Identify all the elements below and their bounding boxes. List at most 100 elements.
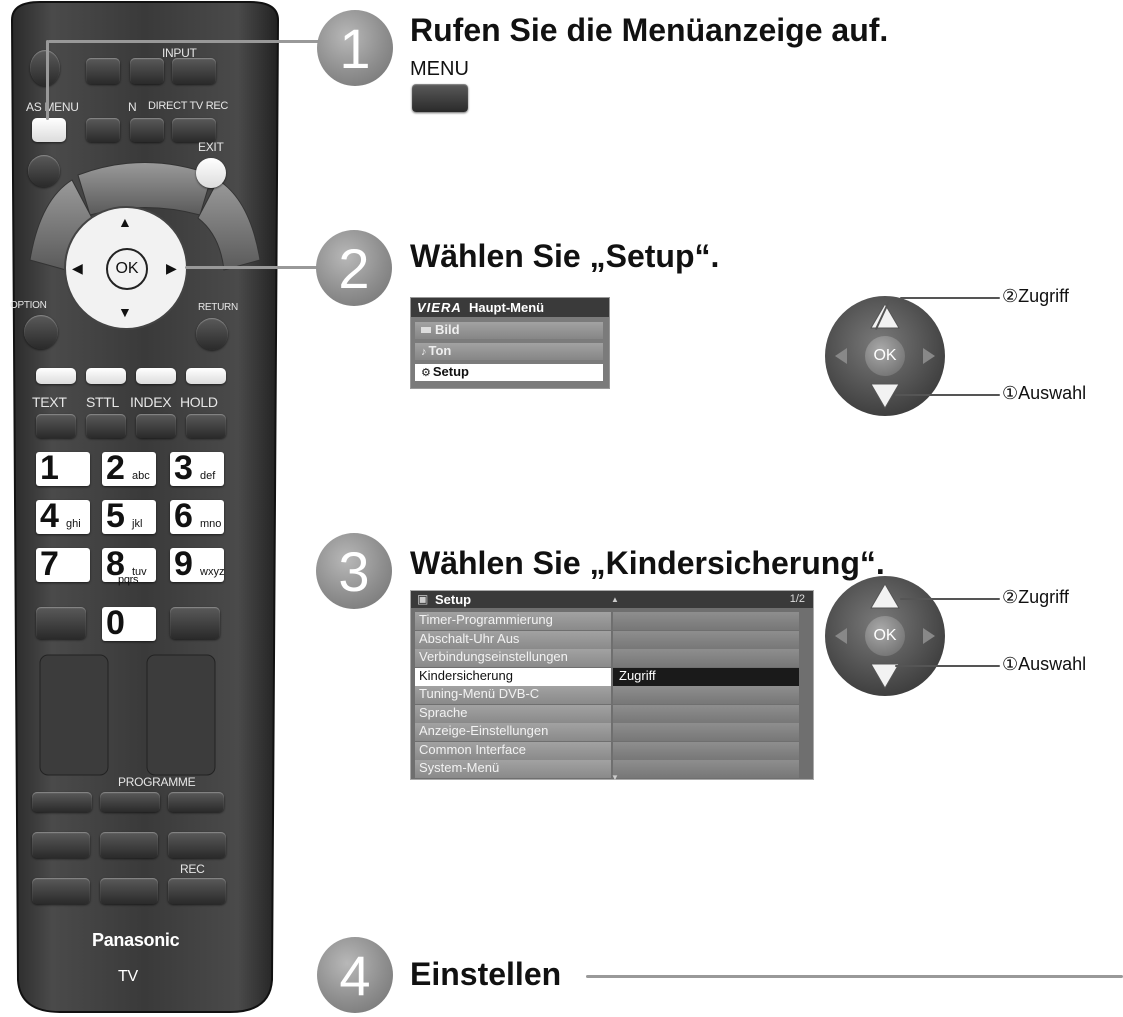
viera-logo: VIERA bbox=[417, 300, 462, 315]
setup-menu-item-label: Kindersicherung bbox=[419, 667, 513, 683]
input-label: INPUT bbox=[162, 46, 197, 60]
sttl-button[interactable] bbox=[86, 414, 126, 438]
main-menu-item-setup[interactable]: ⚙Setup bbox=[415, 364, 603, 381]
power-button[interactable] bbox=[30, 50, 60, 86]
setup-menu-item-value: Zugriff bbox=[613, 667, 799, 686]
setup-menu-item[interactable]: Abschalt-Uhr Aus bbox=[415, 630, 611, 649]
main-menu-item-bild[interactable]: Bild bbox=[415, 322, 603, 339]
direct-tv-rec-button[interactable] bbox=[172, 118, 216, 142]
arrow-up-icon[interactable]: ▲ bbox=[118, 214, 132, 230]
main-menu: VIERA Haupt-Menü Bild ♪Ton ⚙Setup bbox=[410, 297, 610, 389]
step-4-heading: Einstellen bbox=[410, 956, 562, 992]
rec-button[interactable] bbox=[168, 878, 226, 904]
ok-button[interactable]: OK bbox=[106, 248, 148, 290]
index-button[interactable] bbox=[136, 414, 176, 438]
green-key[interactable] bbox=[86, 368, 126, 384]
remote-button[interactable] bbox=[168, 792, 224, 812]
number-key-digit: 8 bbox=[106, 548, 125, 582]
number-key-digit: 1 bbox=[40, 452, 59, 486]
setup-menu-item-label: System-Menü bbox=[419, 760, 500, 775]
arrow-left-icon bbox=[835, 348, 847, 364]
ok-pad-center: OK bbox=[865, 336, 905, 376]
setup-menu-item-label: Anzeige-Einstellungen bbox=[419, 723, 549, 738]
setup-icon: ▣ bbox=[417, 592, 429, 606]
remote-button[interactable] bbox=[32, 792, 92, 812]
main-menu-item-ton[interactable]: ♪Ton bbox=[415, 343, 603, 360]
remote-button[interactable] bbox=[86, 118, 120, 142]
tv-label: TV bbox=[118, 968, 138, 985]
setup-menu-item[interactable]: Common Interface bbox=[415, 741, 611, 760]
number-key-digit: 2 bbox=[106, 452, 125, 486]
blue-key[interactable] bbox=[186, 368, 226, 384]
ok-pad-step3: OK bbox=[825, 576, 945, 696]
setup-menu-item[interactable]: Anzeige-Einstellungen bbox=[415, 723, 611, 741]
remote-button[interactable] bbox=[168, 832, 226, 858]
direct-tv-rec-label: DIRECT TV REC bbox=[148, 100, 229, 112]
setup-menu-item-value-empty bbox=[613, 686, 799, 704]
return-button[interactable] bbox=[196, 318, 228, 350]
remote-button[interactable] bbox=[100, 832, 158, 858]
step-1-circle: 1 bbox=[317, 10, 393, 86]
return-label: RETURN bbox=[198, 302, 238, 313]
remote-button[interactable] bbox=[28, 155, 60, 187]
select-pointer-line bbox=[895, 394, 1000, 396]
option-button[interactable] bbox=[24, 315, 58, 349]
setup-menu-item[interactable]: Timer-Programmierung bbox=[415, 612, 611, 630]
setup-menu-title: Setup bbox=[435, 592, 472, 607]
menu-button-illustration bbox=[412, 84, 468, 112]
setup-menu-item[interactable]: Kindersicherung bbox=[415, 667, 611, 686]
brand-logo: Panasonic bbox=[92, 930, 180, 950]
setup-menu-item[interactable]: Verbindungseinstellungen bbox=[415, 649, 611, 667]
number-key-7[interactable]: 7 bbox=[36, 548, 90, 582]
remote-button[interactable] bbox=[32, 878, 90, 904]
menu-button[interactable] bbox=[32, 118, 66, 142]
programme-label: PROGRAMME bbox=[118, 775, 196, 789]
red-key[interactable] bbox=[36, 368, 76, 384]
text-button[interactable] bbox=[36, 414, 76, 438]
exit-button[interactable] bbox=[196, 158, 226, 188]
yellow-key[interactable] bbox=[136, 368, 176, 384]
access-pointer-line bbox=[900, 297, 1000, 299]
arrow-right-icon[interactable]: ▶ bbox=[166, 260, 177, 276]
number-key-digit: 6 bbox=[174, 500, 193, 534]
remote-button[interactable] bbox=[100, 792, 160, 812]
setup-menu-item[interactable]: Tuning-Menü DVB-C bbox=[415, 686, 611, 704]
remote-button[interactable] bbox=[100, 878, 158, 904]
music-note-icon: ♪ bbox=[421, 346, 427, 358]
n-button[interactable] bbox=[130, 118, 164, 142]
setup-menu-item-value-empty bbox=[613, 649, 799, 667]
number-key-letters: tuv bbox=[132, 566, 147, 578]
remote-button[interactable] bbox=[170, 607, 220, 639]
arrow-down-icon[interactable]: ▼ bbox=[118, 304, 132, 320]
remote-button[interactable] bbox=[36, 607, 86, 639]
input-button[interactable] bbox=[172, 58, 216, 84]
navigation-ring[interactable]: ▲ ▼ ◀ ▶ OK bbox=[66, 208, 186, 328]
menu-label: AS MENU bbox=[26, 100, 79, 114]
remote-button[interactable] bbox=[32, 832, 90, 858]
access-label-step3: ②Zugriff bbox=[1002, 587, 1069, 607]
setup-menu-item[interactable]: Sprache bbox=[415, 704, 611, 723]
number-key-8[interactable]: 8 tuv bbox=[102, 548, 156, 582]
number-key-1[interactable]: 1 bbox=[36, 452, 90, 486]
step-4-circle: 4 bbox=[317, 937, 393, 1013]
remote-control: INPUT AS MENU N DIRECT TV REC EXIT ▲ ▼ ◀… bbox=[0, 0, 290, 1017]
pqrs-label: pqrs bbox=[118, 574, 139, 586]
number-key-letters: def bbox=[200, 470, 216, 482]
menu-button-label: MENU bbox=[410, 58, 469, 80]
number-key-digit: 9 bbox=[174, 548, 193, 582]
remote-button[interactable] bbox=[86, 58, 120, 84]
arrow-right-icon bbox=[923, 348, 935, 364]
setup-menu-item[interactable]: System-Menü bbox=[415, 760, 611, 778]
number-key-0[interactable]: 0 bbox=[102, 607, 156, 641]
remote-button[interactable] bbox=[130, 58, 164, 84]
hold-button[interactable] bbox=[186, 414, 226, 438]
ok-pad-step2: OK bbox=[825, 296, 945, 416]
arrow-left-icon[interactable]: ◀ bbox=[72, 260, 83, 276]
